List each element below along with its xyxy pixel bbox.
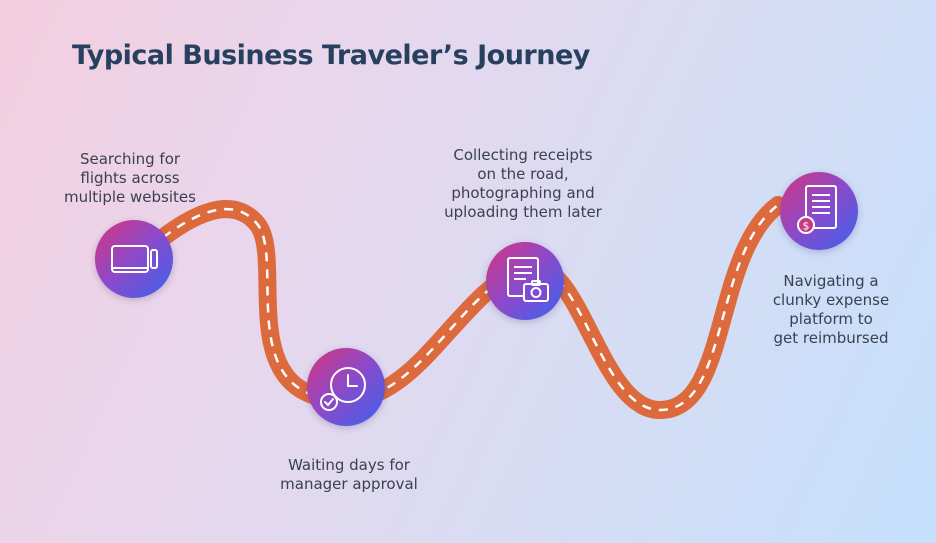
road-center-dashes: [149, 204, 779, 412]
step-node-searching-flights: [95, 220, 173, 298]
step-label-collecting-receipts: Collecting receipts on the road, photogr…: [444, 146, 602, 221]
clock-icon: [320, 367, 366, 411]
step-node-expense-platform: $: [780, 172, 858, 250]
laptop-icon: [111, 245, 158, 273]
step-label-searching-flights: Searching for flights across multiple we…: [64, 150, 196, 206]
page-title: Typical Business Traveler’s Journey: [72, 40, 590, 71]
svg-text:$: $: [803, 220, 810, 233]
receipt-camera-icon: [507, 257, 549, 302]
step-node-manager-approval: [307, 348, 385, 426]
step-node-collecting-receipts: [486, 242, 564, 320]
invoice-dollar-icon: $: [797, 185, 837, 234]
step-label-expense-platform: Navigating a clunky expense platform to …: [772, 272, 890, 347]
road-body: [141, 196, 787, 420]
step-label-manager-approval: Waiting days for manager approval: [280, 456, 418, 493]
